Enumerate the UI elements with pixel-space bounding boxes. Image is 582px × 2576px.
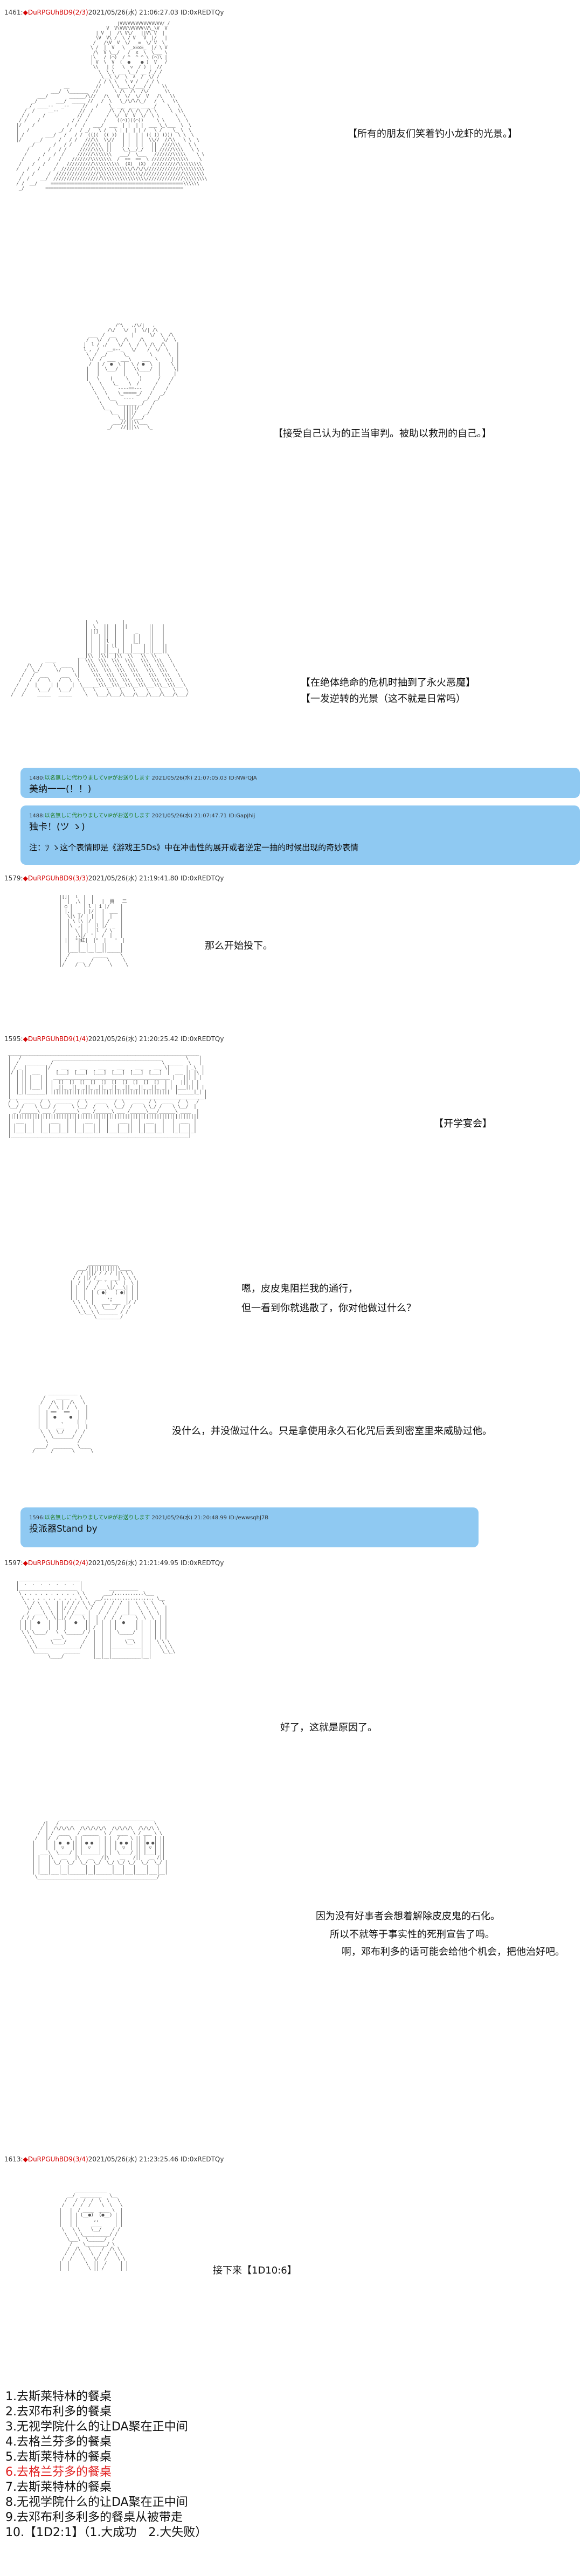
ascii-art-boy: ___________ ___/|||||||||||\____ / / |||… [70, 1262, 139, 1320]
ascii-art-great-hall: ________________________________________… [8, 1051, 207, 1139]
ascii-art-portrait: ____________ __/ ________ \__ / / / / \ … [59, 2189, 128, 2271]
chat-header: 1488:以名無しに代わりましてVIPがお送りします 2021/05/26(水)… [29, 813, 255, 819]
narration-text: 接下来【1D10:6】 [213, 2265, 297, 2276]
post-header: 1579:◆DuRPGUhBD9(3/3)2021/05/26(水) 21:19… [4, 874, 224, 882]
narration-text: 但一看到你就逃散了，你对他做过什么？ [241, 1303, 416, 1314]
vote-item: 7.去斯莱特林的餐桌 [5, 2481, 112, 2494]
chat-bubble: 1596:以名無しに代わりましてVIPがお送りします 2021/05/26(水)… [20, 1507, 479, 1547]
ascii-art-figure: _______________________ | . . . . . . . … [16, 1577, 176, 1659]
chat-header: 1480:以名無しに代わりましてVIPがお送りします 2021/05/26(水)… [29, 775, 257, 781]
post-header: 1597:◆DuRPGUhBD9(2/4)2021/05/26(水) 21:21… [4, 1559, 224, 1567]
vote-item: 5.去斯莱特林的餐桌 [5, 2450, 112, 2464]
vote-item: 10.【1D2:1】（1.大成功 2.大失败） [5, 2526, 207, 2539]
narration-text: 【开学宴会】 [434, 1118, 492, 1129]
vote-item: 3.无视学院什么的让DA聚在正中间 [5, 2420, 188, 2434]
narration-text: 嗯，皮皮鬼阻拦我的通行， [241, 1283, 358, 1294]
vote-item: 9.去邓布利多利多的餐桌从被带走 [5, 2511, 183, 2524]
diamond-icon: ◆ [23, 2155, 28, 2163]
narration-text: 【在绝体绝命的危机时抽到了永火恶魔】 [301, 677, 475, 688]
diamond-icon: ◆ [23, 9, 28, 16]
vote-item: 4.去格兰芬多的餐桌 [5, 2435, 112, 2449]
chat-bubble: 1488:以名無しに代わりましてVIPがお送りします 2021/05/26(水)… [20, 805, 580, 865]
vote-item: 1.去斯莱特林的餐桌 [5, 2390, 112, 2403]
narration-text: 【所有的朋友们笑着钓小龙虾的光景。】 [348, 128, 517, 140]
diamond-icon: ◆ [23, 874, 28, 882]
narration-text: 【一发逆转的光景（这不就是日常吗） [301, 693, 466, 705]
narration-text: 那么开始投下。 [205, 940, 273, 952]
chat-header: 1596:以名無しに代わりましてVIPがお送りします 2021/05/26(水)… [29, 1515, 269, 1521]
ascii-art-crowd-2: ____________________________________ /| … [32, 1817, 168, 1880]
post-header: 1613:◆DuRPGUhBD9(3/4)2021/05/26(水) 21:23… [4, 2155, 224, 2163]
vote-item: 8.无视学院什么的让DA聚在正中间 [5, 2496, 188, 2509]
ascii-art-face: /^\ ,/\/| , /\/ \/ | \/| /\ ___ / __ | \… [83, 323, 179, 430]
narration-text: 好了，这就是原因了。 [280, 1722, 377, 1733]
ascii-art-girl: ___________ / _____ \ / /\ | /\ \ | / \ … [32, 1391, 94, 1454]
vote-item-selected: 6.去格兰芬多的餐桌 [5, 2465, 112, 2479]
ascii-art-cards: | \ | | \ || | || || | | |[] || | | _ ||… [11, 620, 189, 698]
diamond-icon: ◆ [23, 1559, 28, 1567]
diamond-icon: ◆ [23, 1035, 28, 1043]
ascii-art-crowd: |VVVVVVVVVVVVVVVV/ / V V\VVV\VVVVV\V\_\V… [16, 22, 207, 191]
narration-text: 所以不就等于事实性的死刑宣告了吗。 [330, 1929, 495, 1940]
chat-bubble: 1480:以名無しに代わりましてVIPがお送りします 2021/05/26(水)… [20, 768, 580, 798]
narration-text: 因为没有好事者会想着解除皮皮鬼的石化。 [316, 1911, 500, 1922]
narration-text: 没什么，并没做过什么。只是拿使用永久石化咒后丢到密室里来威胁过他。 [172, 1425, 492, 1437]
post-header: 1461:◆DuRPGUhBD9(2/3)2021/05/26(水) 21:06… [4, 9, 224, 16]
vote-item: 2.去邓布利多的餐桌 [5, 2405, 112, 2419]
ascii-art-pot: |[]| l | | | | ,\ | | | 買 二 | ○ | | l | … [59, 895, 128, 968]
vote-list: 1.去斯莱特林的餐桌 2.去邓布利多的餐桌 3.无视学院什么的让DA聚在正中间 … [5, 2389, 383, 2540]
post-header: 1595:◆DuRPGUhBD9(1/4)2021/05/26(水) 21:20… [4, 1035, 224, 1043]
narration-text: 【接受自己认为的正当审判。被助以救刑的自己。】 [273, 428, 491, 439]
narration-text: 啊，邓布利多的话可能会给他个机会，把他治好吧。 [342, 1946, 565, 1958]
